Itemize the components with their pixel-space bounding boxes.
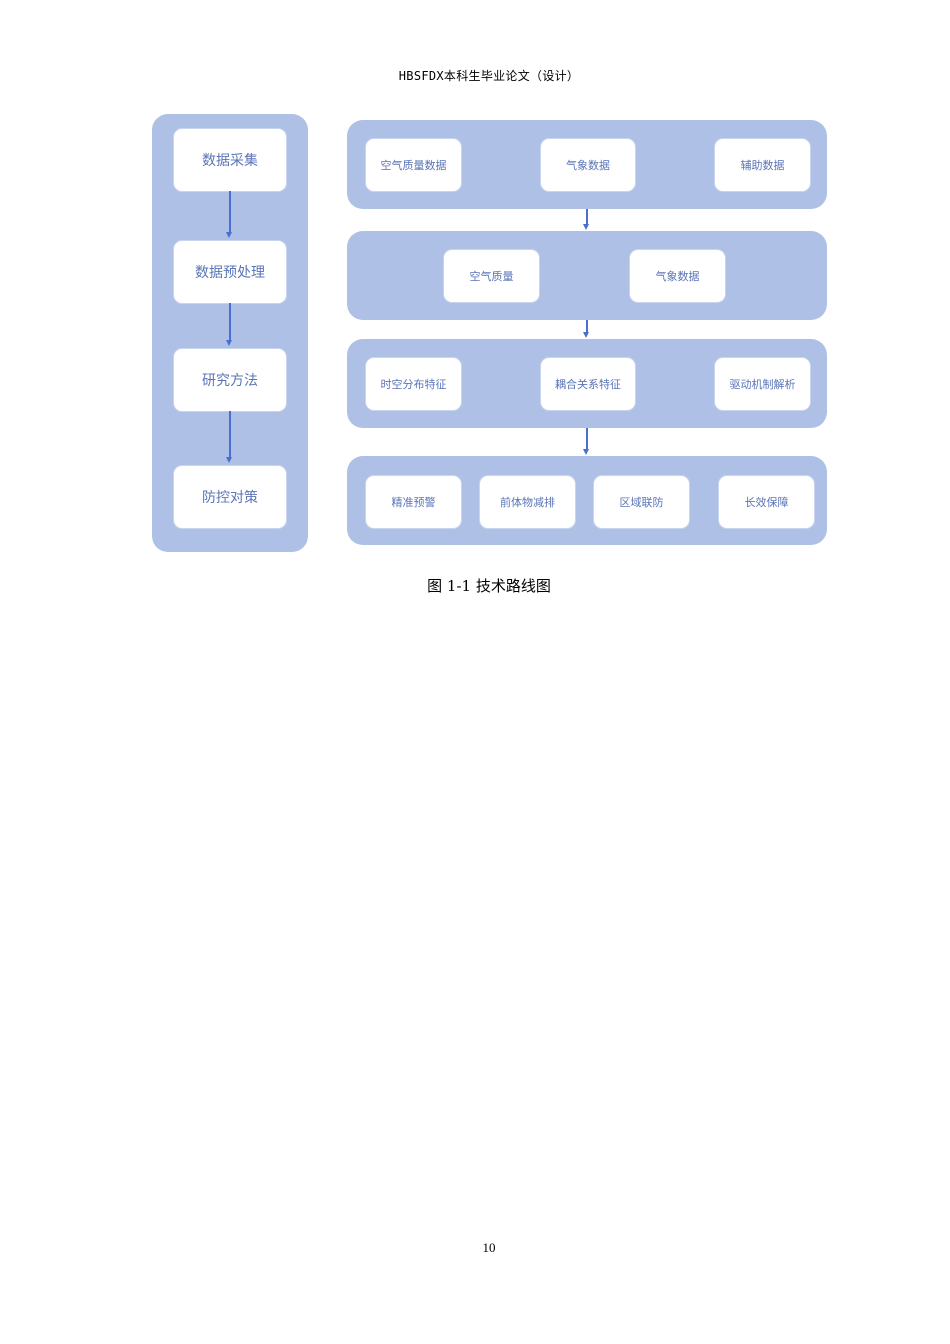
step-research-method: 研究方法 — [173, 348, 287, 412]
row2-item-meteorological-data: 气象数据 — [629, 249, 726, 303]
row3-item-coupling-relationship: 耦合关系特征 — [540, 357, 636, 411]
row4-item-precursor-reduction: 前体物减排 — [479, 475, 576, 529]
row1-item-auxiliary-data: 辅助数据 — [714, 138, 811, 192]
step-arrow-3 — [226, 457, 232, 463]
page-number: 10 — [482, 1240, 496, 1255]
step-connector-2 — [229, 303, 231, 341]
row1-item-air-quality-data: 空气质量数据 — [365, 138, 462, 192]
page-header: HBSFDX本科生毕业论文（设计） — [398, 69, 580, 83]
row-arrow-2 — [583, 332, 589, 338]
row-connector-2 — [586, 320, 588, 333]
figure-caption: 图 1-1 技术路线图 — [427, 577, 551, 595]
step-data-preprocessing: 数据预处理 — [173, 240, 287, 304]
row4-item-long-term-guarantee: 长效保障 — [718, 475, 815, 529]
row4-item-precise-warning: 精准预警 — [365, 475, 462, 529]
step-connector-3 — [229, 411, 231, 458]
row2-item-air-quality: 空气质量 — [443, 249, 540, 303]
row1-item-meteorological-data: 气象数据 — [540, 138, 636, 192]
row-arrow-3 — [583, 449, 589, 455]
row4-item-regional-joint-prevention: 区域联防 — [593, 475, 690, 529]
step-arrow-1 — [226, 232, 232, 238]
row3-item-spatiotemporal-distribution: 时空分布特征 — [365, 357, 462, 411]
step-connector-1 — [229, 191, 231, 233]
row3-item-driving-mechanism: 驱动机制解析 — [714, 357, 811, 411]
row-connector-3 — [586, 428, 588, 450]
step-arrow-2 — [226, 340, 232, 346]
row-arrow-1 — [583, 224, 589, 230]
right-row-panel-2 — [347, 231, 827, 320]
step-countermeasures: 防控对策 — [173, 465, 287, 529]
step-data-collection: 数据采集 — [173, 128, 287, 192]
row-connector-1 — [586, 209, 588, 225]
